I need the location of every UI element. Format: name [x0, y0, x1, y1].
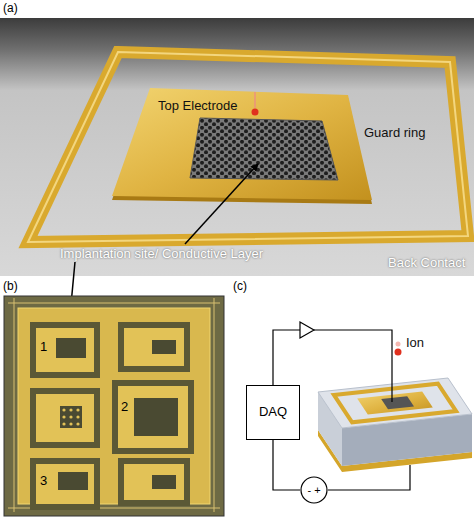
alignment-line — [214, 298, 215, 512]
window-dot — [76, 408, 79, 411]
window-dot — [76, 415, 79, 418]
electrode-pad — [36, 464, 94, 504]
node-label: DAQ — [259, 405, 287, 419]
ion-trail — [254, 92, 256, 108]
source-outline — [301, 477, 327, 503]
guard-ring — [28, 52, 468, 242]
part-name: Implantation site/ Conductive Layer — [60, 247, 263, 262]
top-electrode — [357, 392, 433, 415]
pad-gap — [118, 458, 190, 506]
window-dot — [62, 415, 65, 418]
ion — [252, 109, 259, 116]
top-electrode — [112, 88, 372, 200]
part-name: Guard ring — [364, 126, 425, 141]
daq-box: DAQ — [246, 385, 300, 440]
wire — [328, 465, 410, 490]
node-label: - + — [307, 484, 320, 496]
panel-background — [230, 296, 474, 518]
leader-arrow — [185, 164, 258, 244]
electrode-pad — [124, 464, 184, 500]
electrode-pad — [118, 386, 188, 448]
part-name: Top Electrode — [158, 99, 238, 114]
wire — [273, 440, 300, 490]
callout-number: 3 — [40, 474, 47, 489]
pad-gap — [30, 322, 100, 378]
ion-trail — [396, 342, 401, 347]
membrane-window — [58, 472, 88, 490]
part-name: Back Contact — [388, 256, 465, 271]
window-dot — [62, 408, 65, 411]
guard-ring-highlight — [28, 52, 468, 242]
substrate-top — [318, 378, 472, 428]
pad-gap — [30, 388, 100, 448]
window-dot — [76, 422, 79, 425]
membrane-window — [152, 340, 176, 354]
micrograph — [8, 298, 220, 512]
callout-number: 1 — [40, 340, 47, 355]
amplifier-symbol — [300, 322, 314, 338]
membrane-window — [152, 475, 176, 489]
electrode-pad — [36, 328, 94, 372]
window-dot — [69, 408, 72, 411]
micrograph-background — [4, 296, 224, 516]
panel-letter: (c) — [233, 280, 247, 294]
implantation-grid — [381, 396, 414, 409]
pad-gap — [30, 458, 100, 510]
panel-letter: (b) — [3, 280, 18, 294]
panel-letter: (a) — [3, 2, 18, 16]
wire — [273, 330, 300, 385]
pad-gap — [112, 380, 194, 454]
contact-pad — [18, 308, 210, 504]
window-dot — [62, 422, 65, 425]
implantation-grid — [190, 118, 338, 180]
membrane-window — [60, 406, 82, 428]
voltage-source: - + — [300, 476, 328, 504]
panel-background — [0, 18, 474, 276]
ion — [395, 349, 402, 356]
alignment-line — [8, 303, 220, 304]
part-name: Ion — [406, 336, 424, 351]
guard-ring — [334, 384, 456, 423]
wire — [314, 330, 392, 402]
window-dots — [62, 408, 79, 425]
electrode-pad — [124, 328, 184, 366]
electrode-pad — [36, 394, 94, 442]
window-dot — [69, 415, 72, 418]
callout-number: 2 — [121, 400, 128, 415]
alignment-line — [14, 298, 15, 512]
membrane-window — [56, 338, 86, 358]
membrane-window — [134, 398, 178, 436]
pad-gap — [118, 322, 190, 372]
window-dot — [69, 422, 72, 425]
